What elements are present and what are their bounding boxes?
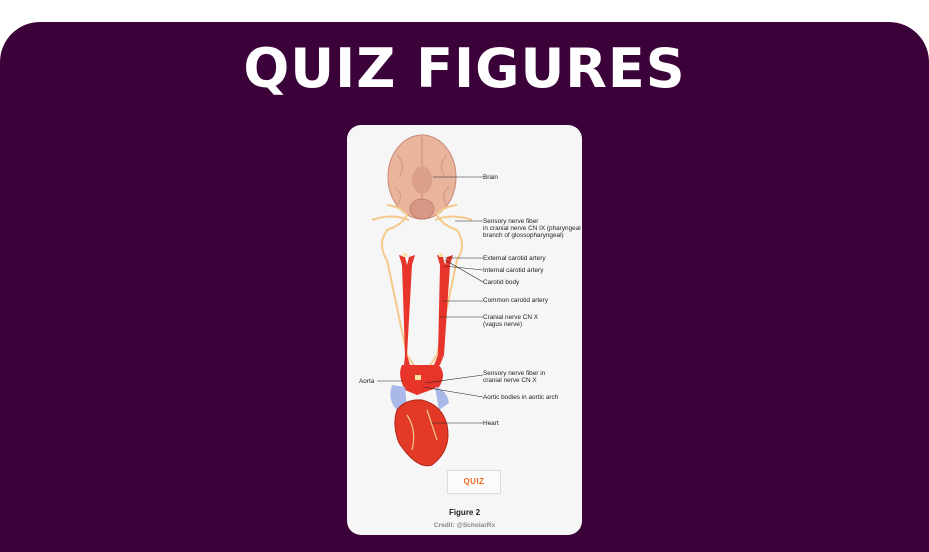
- figure-caption: Figure 2: [448, 508, 481, 517]
- anatomy-illustration: [371, 134, 484, 467]
- page-title: QUIZ FIGURES: [243, 37, 686, 100]
- label-aorta: Aorta: [359, 378, 375, 385]
- label-heart: Heart: [483, 420, 499, 427]
- carotid-arteries: [399, 253, 453, 365]
- nerve-fibers: [371, 204, 473, 388]
- label-carotid-body: Carotid body: [483, 279, 520, 286]
- label-external-carotid: External carotid artery: [483, 255, 546, 262]
- leader-lines: [377, 176, 484, 424]
- label-common-carotid: Common carotid artery: [483, 297, 548, 304]
- label-brain: Brain: [483, 174, 498, 181]
- label-sensory-ix: Sensory nerve fiber in cranial nerve CN …: [483, 218, 581, 240]
- heart-illustration: [390, 365, 449, 467]
- figure-card: Brain Sensory nerve fiber in cranial ner…: [347, 125, 582, 535]
- quiz-button[interactable]: QUIZ: [447, 470, 501, 494]
- figure-credit: Credit: @ScholarRx: [433, 522, 496, 529]
- label-cn-x: Cranial nerve CN X (vagus nerve): [483, 314, 539, 329]
- label-sensory-x: Sensory nerve fiber in cranial nerve CN …: [483, 370, 546, 385]
- label-internal-carotid: Internal carotid artery: [483, 267, 544, 274]
- label-aortic-bodies: Aortic bodies in aortic arch: [483, 394, 559, 401]
